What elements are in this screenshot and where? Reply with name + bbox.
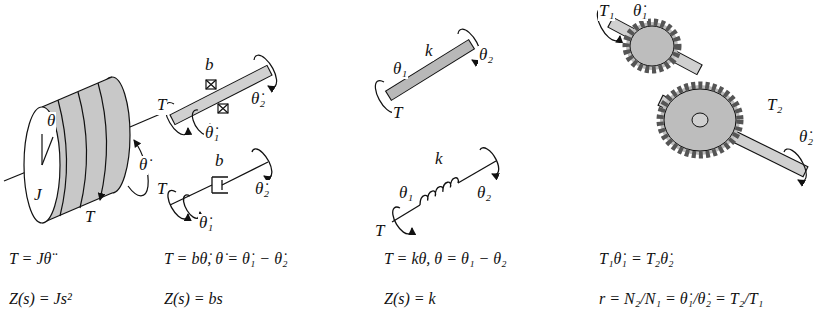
symbol-label: θ₂ [478,46,494,65]
wrap-line [78,92,87,208]
symbol-label: θ̇₁ [204,124,220,143]
shaft-line [170,185,212,205]
symbol-label: T [156,180,167,199]
gear-large [664,89,736,151]
symbol-label: θ̇₂ [798,128,814,147]
symbol-label: J [33,186,43,205]
symbol-label: θ̇₂ [250,90,266,109]
shaft-line [458,161,496,183]
symbol-label: θ̇₁ [198,214,214,233]
damper-pad [218,104,228,113]
gear-teeth [660,85,740,155]
symbol-label: θ̇₂ [254,180,270,199]
shaft-outline [172,70,270,120]
symbol-label: T [84,208,95,227]
rotation-arrow [128,140,148,196]
equation: Z(s) = k [383,290,437,308]
rotation-arrow [165,103,188,135]
symbol-label: T [392,104,403,123]
angle-line [42,137,53,165]
symbol-label: T₂ [766,96,783,115]
wrap-line [58,100,67,216]
gear-train [597,9,806,182]
gear-teeth [626,22,678,70]
rotation-arrow [393,207,412,234]
equation: T = Jθ̈ [8,250,52,268]
angle-line [41,134,42,165]
symbol-label: θ₁ [398,184,414,203]
symbol-label: θ [46,112,56,131]
symbol-label: θ̇₁ [632,2,648,21]
cylinder-edge [42,77,112,107]
damper-pad [206,80,216,89]
damper-cup [212,177,228,193]
symbol-label: θ₁ [392,60,408,79]
equation: Z(s) = Js² [8,290,73,308]
damper-symbol [168,149,272,219]
gear-small [630,26,674,66]
spring-shaft [375,29,480,113]
axis-line [4,172,26,181]
inertia-cylinder [4,77,165,223]
equation: T = bθ̇, θ̇ = θ̇₁ − θ̇₂ [163,250,289,268]
rotation-arrow [784,149,806,181]
symbol-label: T [374,222,385,241]
damper-pad [218,104,228,113]
symbol-label: θ̇ [138,156,148,175]
spring-symbol [392,148,499,234]
wrap-line [98,83,107,200]
rotation-arrow [254,55,277,87]
equation: T = kθ, θ = θ₁ − θ₂ [383,250,508,268]
rotation-arrow [480,148,499,175]
cylinder-face [24,107,60,223]
equation: T₁θ̇₁ = T₂θ̇₂ [598,250,675,268]
spring-coil [420,178,458,205]
equation: Z(s) = bs [163,290,224,308]
shaft-outline [610,22,700,70]
rotation-arrow [252,149,272,178]
symbol-label: k [434,150,444,169]
symbol-label: b [214,152,225,171]
symbol-label: θ₂ [476,184,492,203]
symbol-label: k [424,42,434,61]
equation: r = N₂/N₁ = θ̇₁/θ̇₂ = T₂/T₁ [598,290,764,308]
symbol-label: b [204,56,215,75]
damper-shaft [165,55,276,135]
gear-hub [692,113,708,127]
shaft [611,23,699,70]
symbol-label: T [156,96,167,115]
shaft [173,71,269,120]
damper-pad [206,80,216,89]
symbol-label: T₁ [598,2,615,21]
